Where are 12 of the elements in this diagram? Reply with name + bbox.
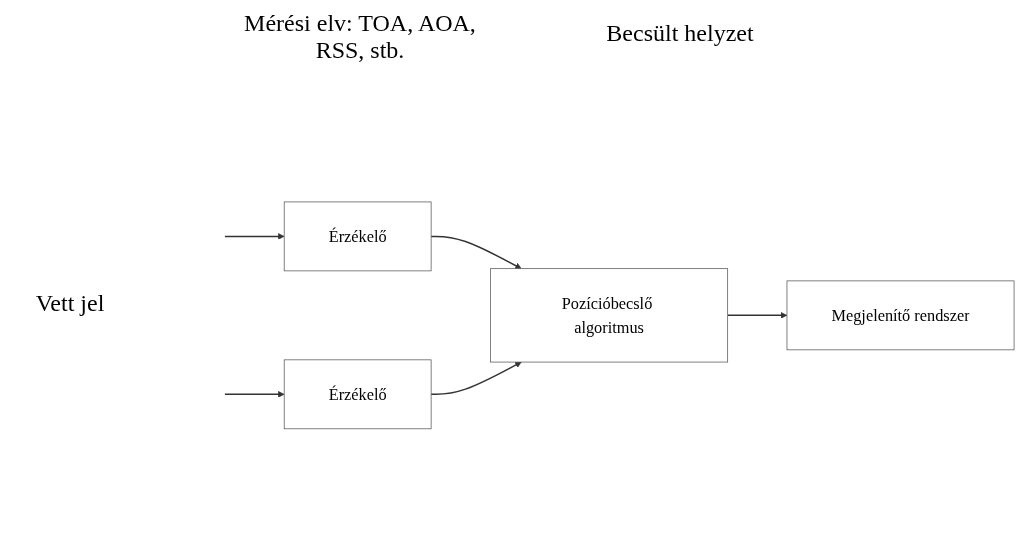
arrow <box>224 390 285 398</box>
arrow <box>430 361 522 395</box>
node-box: Érzékelő <box>283 359 432 429</box>
arrow <box>726 311 788 319</box>
node-box: Megjelenítő rendszer <box>786 280 1015 350</box>
annotation-text: Vett jel <box>34 290 106 317</box>
annotation-text: Mérési elv: TOA, AOA, RSS, stb. <box>243 10 477 64</box>
arrow <box>430 235 522 269</box>
annotation-text: Becsült helyzet <box>605 20 755 47</box>
arrow <box>224 232 285 240</box>
node-box: Pozícióbecslő algoritmus <box>490 267 729 363</box>
node-box: Érzékelő <box>283 201 432 271</box>
